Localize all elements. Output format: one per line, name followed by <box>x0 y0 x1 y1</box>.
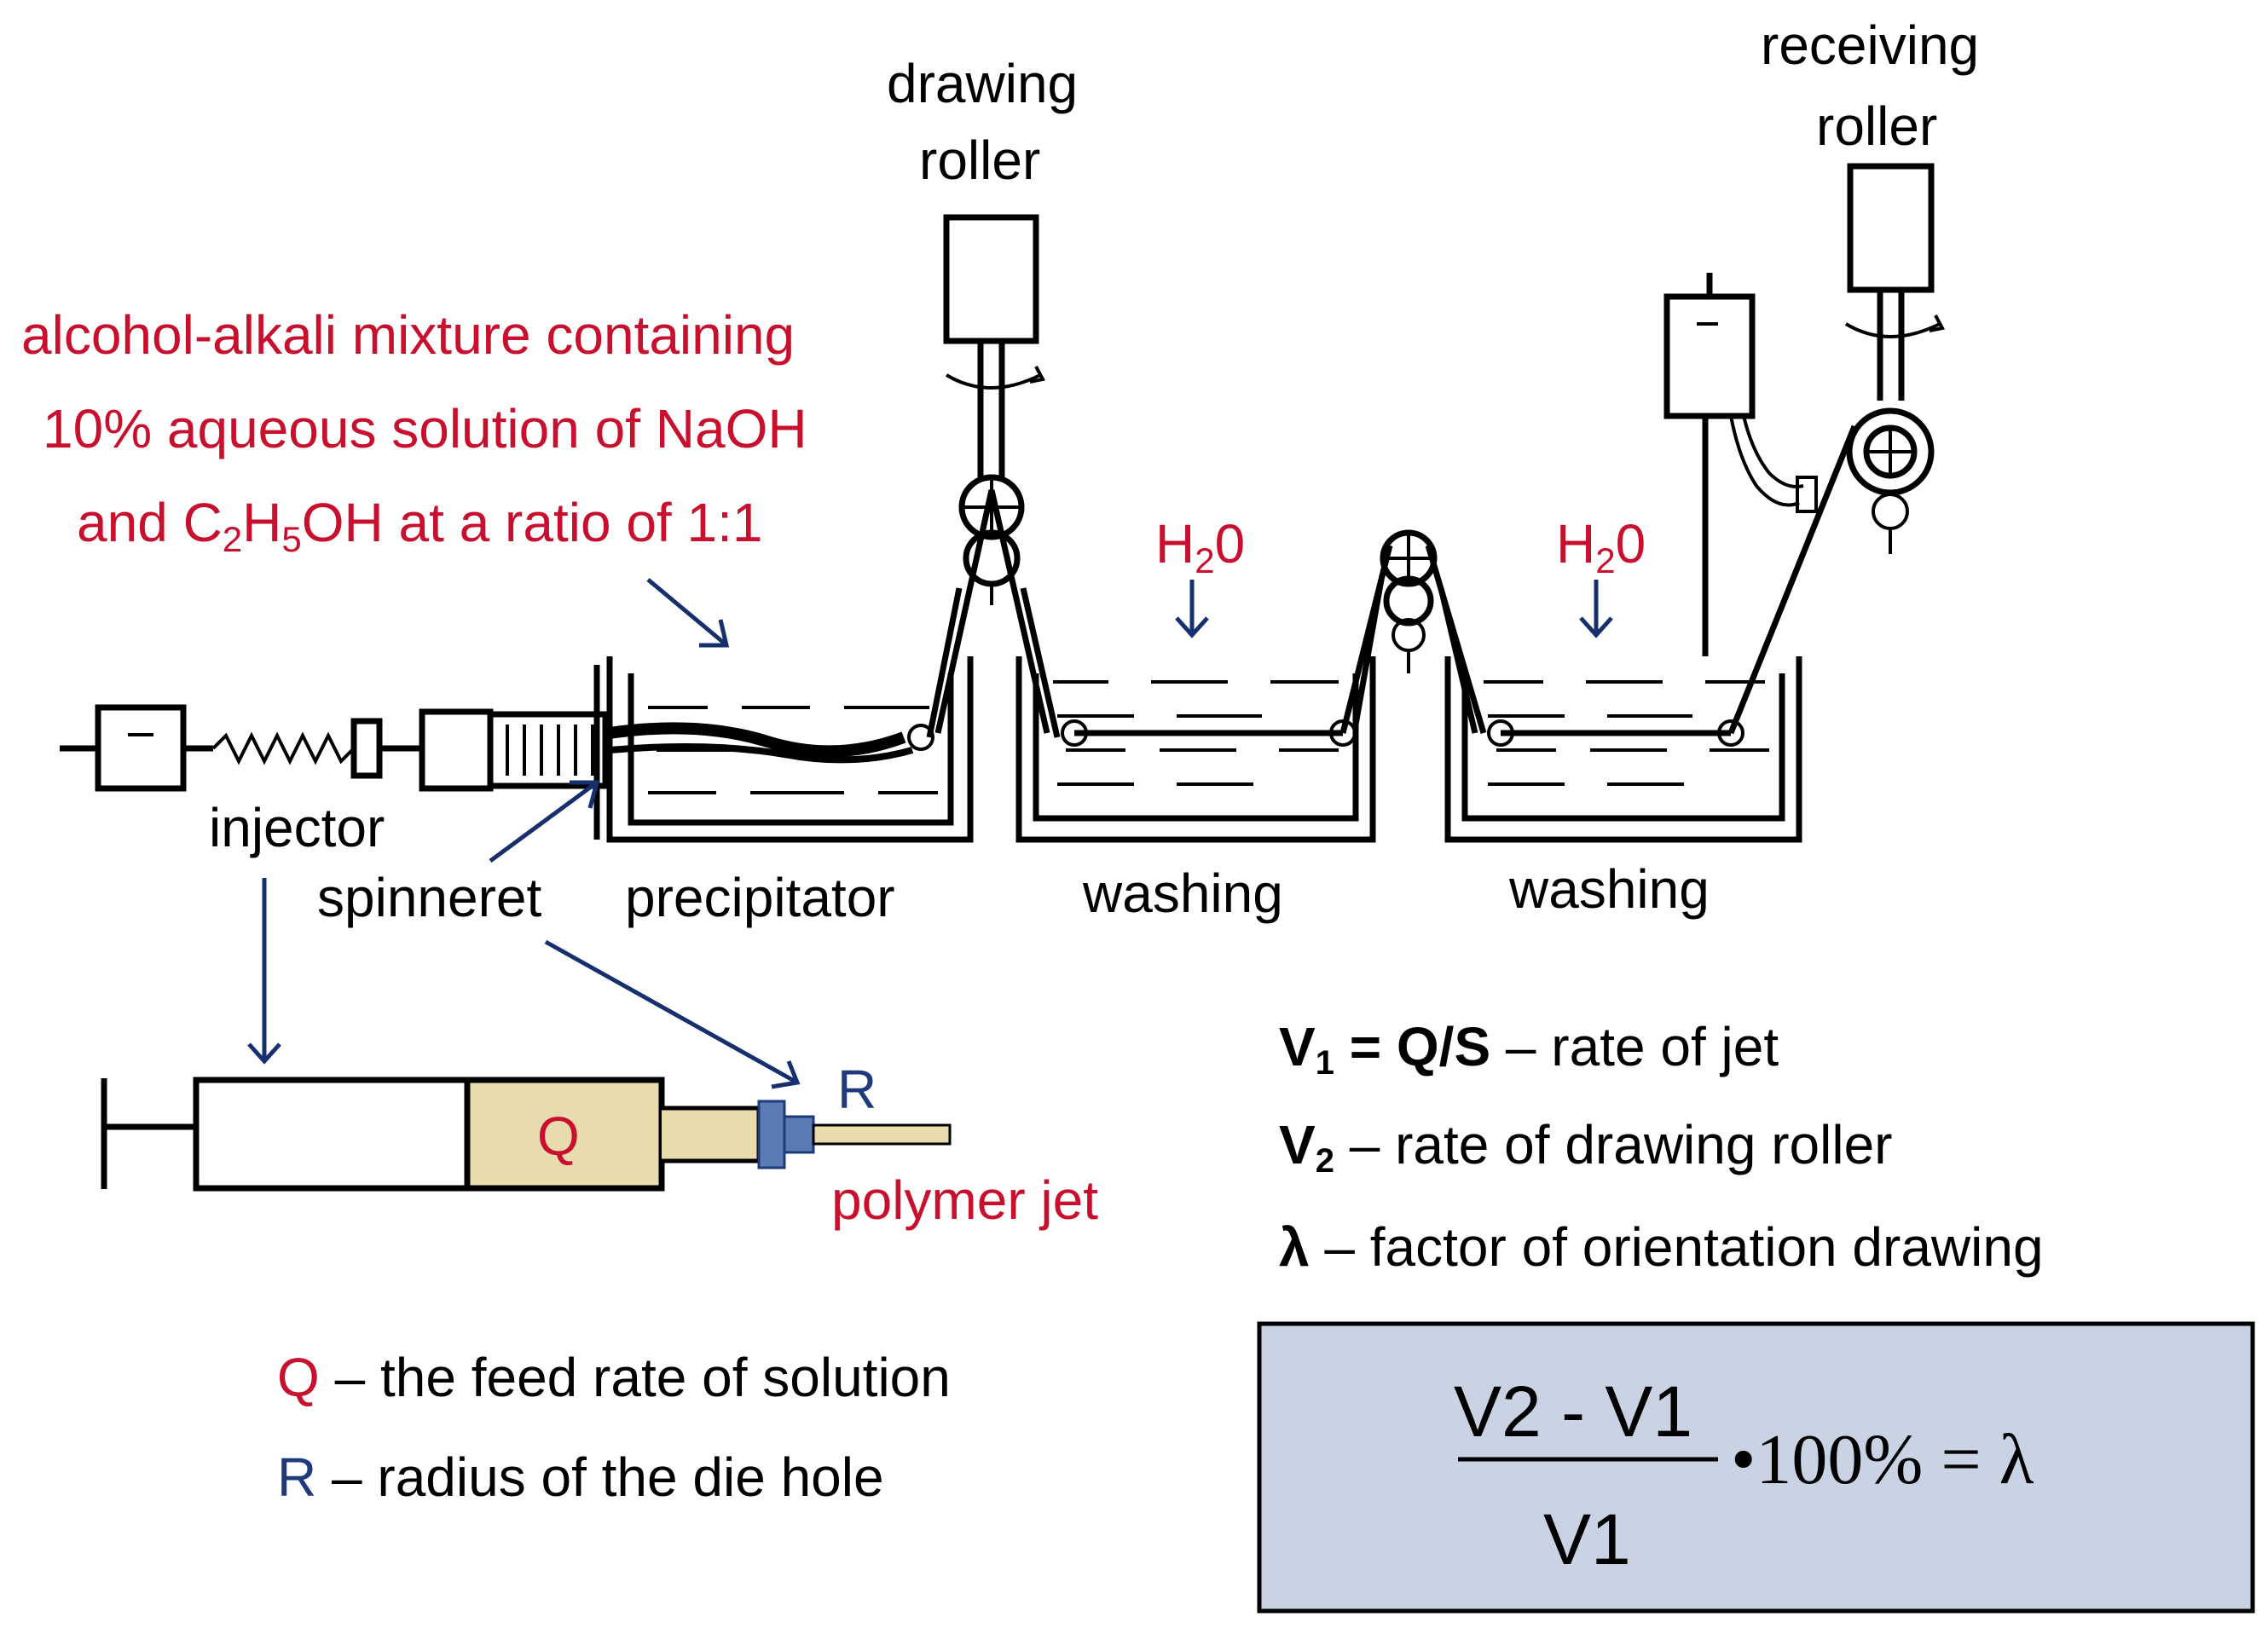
spinneret-needle <box>757 1100 786 1169</box>
receiving-roller-label-line2: roller <box>1816 95 1937 157</box>
drawing-roller <box>926 214 1061 738</box>
mixture-arrow <box>646 578 730 648</box>
washing-bath-1 <box>1015 656 1376 843</box>
injector-pump <box>60 704 609 792</box>
spinneret-label: spinneret <box>317 867 542 928</box>
syringe <box>101 1077 952 1192</box>
motor-unit <box>1663 273 1818 656</box>
definition-v1: V1 = Q/S – rate of jet <box>1279 1016 1779 1082</box>
receiving-roller-label-line1: receiving <box>1761 14 1979 76</box>
water-label-1: H20 <box>1155 513 1245 580</box>
receiving-roller <box>1727 163 1946 735</box>
polymer-jet-label: polymer jet <box>831 1169 1098 1231</box>
washing-label-1: washing <box>1082 863 1283 924</box>
mixture-label-line1: alcohol-alkali mixture containing <box>21 304 795 366</box>
legend-r: R – radius of the die hole <box>277 1446 884 1508</box>
injector-arrow <box>247 878 281 1065</box>
spinneret-arrow <box>489 780 600 863</box>
legend-q: Q – the feed rate of solution <box>277 1347 951 1408</box>
injector-label: injector <box>209 797 385 858</box>
syringe-q-label: Q <box>537 1106 580 1167</box>
formula-box: V2 - V1 V1 •100% = λ <box>1257 1321 2255 1614</box>
formula-numerator: V2 - V1 <box>1454 1371 1692 1452</box>
formula-denominator: V1 <box>1543 1499 1631 1579</box>
drawing-roller-label-line1: drawing <box>887 53 1078 114</box>
spinneret-to-r-arrow <box>544 939 801 1089</box>
drawing-roller-label-line2: roller <box>919 130 1040 191</box>
precipitator-label: precipitator <box>625 867 895 928</box>
polymer-jet <box>812 1123 952 1146</box>
washing-bath-2 <box>1444 656 1802 843</box>
water-arrow-1 <box>1175 580 1209 638</box>
formula-rhs: •100% = λ <box>1731 1420 2034 1499</box>
mixture-label-line3: and C2H5OH at a ratio of 1:1 <box>77 492 762 559</box>
definition-lambda: λ – factor of orientation drawing <box>1279 1216 2044 1278</box>
middle-roller <box>1339 529 1487 734</box>
precipitator-bath <box>593 656 974 843</box>
water-label-2: H20 <box>1556 513 1646 580</box>
mixture-label-line2: 10% aqueous solution of NaOH <box>43 398 807 459</box>
r-label: R <box>837 1059 877 1120</box>
definition-v2: V2 – rate of drawing roller <box>1279 1114 1892 1180</box>
water-arrow-2 <box>1579 580 1613 638</box>
washing-label-2: washing <box>1508 858 1710 920</box>
